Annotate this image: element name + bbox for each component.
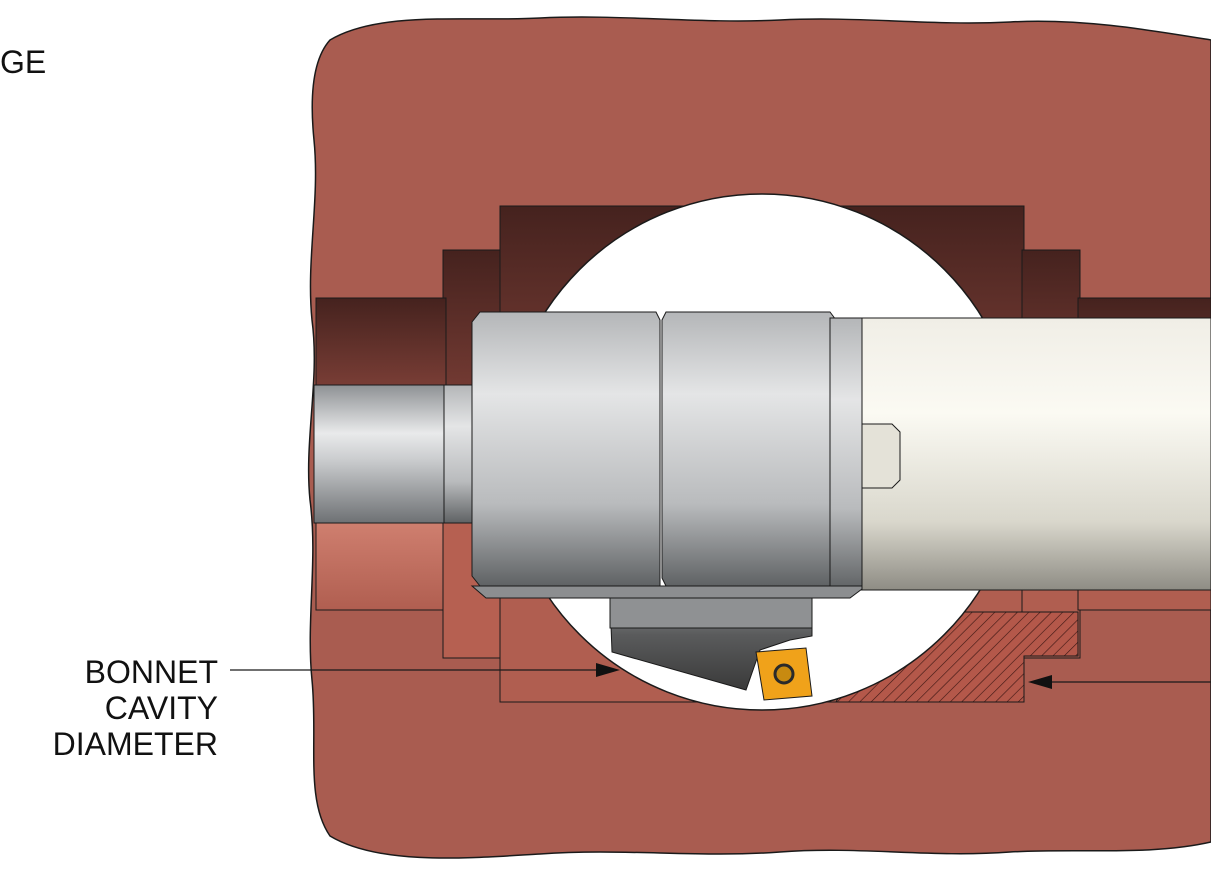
shaft-left — [313, 384, 465, 524]
boring-bar — [861, 317, 1211, 591]
insert-screw — [773, 663, 795, 685]
shaft-collar — [443, 384, 473, 524]
boring-head-taper — [829, 317, 865, 591]
bonnet-label-line1: BONNET — [84, 654, 218, 690]
tool-holder-top — [609, 597, 813, 629]
boring-head-lip — [470, 585, 868, 599]
boring-head-left — [471, 311, 661, 587]
boring-head-right — [661, 311, 837, 587]
bonnet-label-line2: CAVITY — [104, 690, 218, 726]
bore-left-channel — [315, 297, 447, 389]
bonnet-cavity-label: BONNET CAVITY DIAMETER — [53, 654, 218, 762]
boring-bar-key — [861, 423, 901, 489]
arrow-head — [596, 663, 620, 677]
top-left-label-fragment: GE — [0, 44, 47, 80]
bore-lower-left-channel — [315, 519, 447, 611]
bonnet-label-line3: DIAMETER — [52, 726, 218, 762]
arrow-head — [1028, 675, 1052, 689]
